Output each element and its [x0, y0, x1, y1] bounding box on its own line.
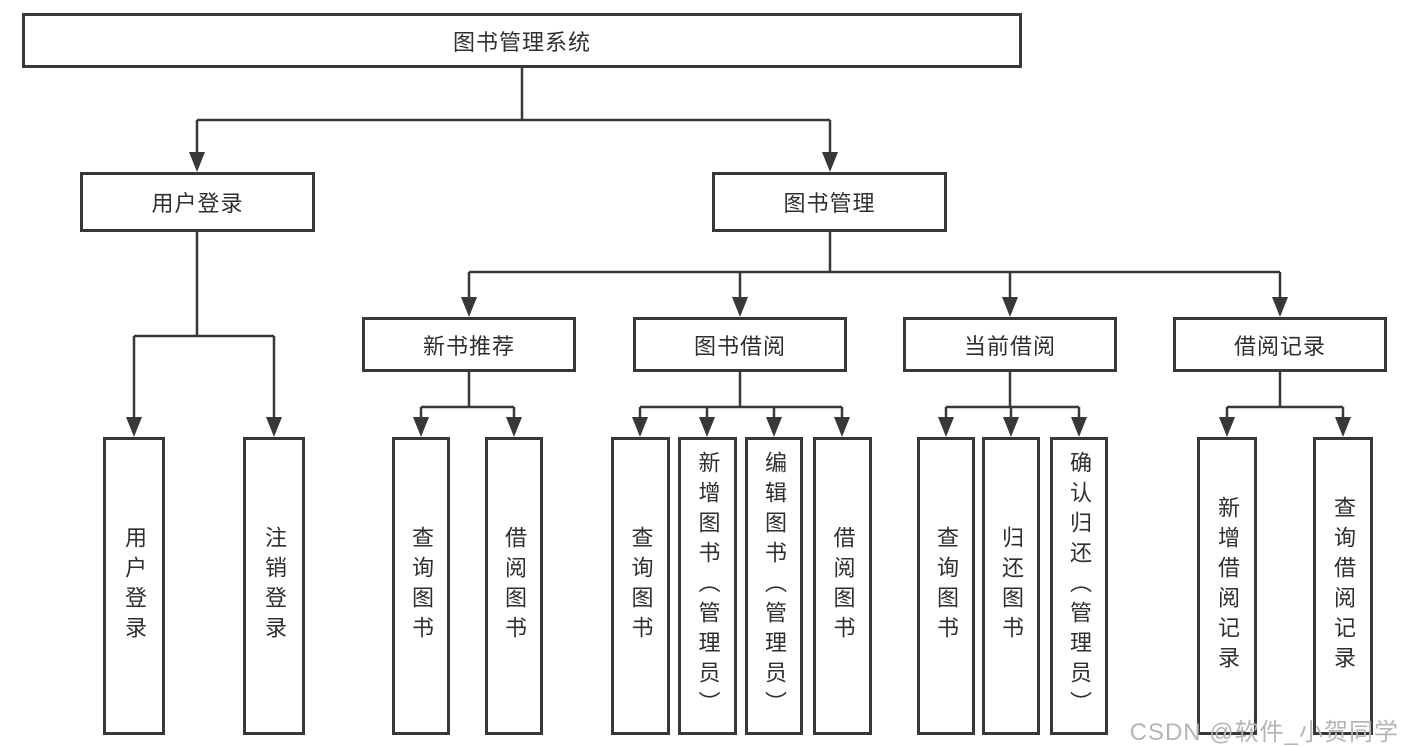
leaf-borrow-books-label: 借阅图书	[830, 526, 856, 646]
leaf-add-books-admin-label: 新增图书（管理员）	[695, 451, 721, 721]
arrow-down-icon	[1272, 297, 1288, 317]
leaf-query-books-borrow: 查询图书	[611, 437, 670, 735]
arrow-down-icon	[699, 417, 715, 437]
node-user-login-label: 用户登录	[151, 191, 244, 216]
leaf-logout-label: 注销登录	[262, 526, 287, 646]
arrow-down-icon	[1335, 417, 1351, 437]
leaf-user-login: 用户登录	[103, 437, 165, 735]
arrow-down-icon	[1002, 297, 1018, 317]
leaf-logout: 注销登录	[243, 437, 305, 735]
leaf-borrow-books-recommend: 借阅图书	[485, 437, 543, 735]
arrow-down-icon	[632, 417, 648, 437]
node-book-management: 图书管理	[712, 172, 947, 232]
leaf-add-borrow-record-label: 新增借阅记录	[1215, 496, 1240, 676]
arrow-down-icon	[1219, 417, 1235, 437]
leaf-add-borrow-record: 新增借阅记录	[1197, 437, 1257, 735]
node-book-borrow: 图书借阅	[633, 317, 847, 372]
arrow-down-icon	[834, 417, 850, 437]
leaf-return-books-label: 归还图书	[999, 526, 1024, 646]
node-current-borrow-label: 当前借阅	[963, 333, 1056, 359]
leaf-query-books-borrow-label: 查询图书	[628, 526, 654, 646]
arrow-down-icon	[189, 152, 205, 172]
node-borrow-records-label: 借阅记录	[1233, 333, 1326, 359]
arrow-down-icon	[732, 297, 748, 317]
node-borrow-records: 借阅记录	[1173, 317, 1387, 372]
arrow-down-icon	[413, 417, 429, 437]
leaf-query-borrow-record: 查询借阅记录	[1313, 437, 1373, 735]
arrow-down-icon	[1003, 417, 1019, 437]
leaf-query-books-current: 查询图书	[917, 437, 975, 735]
node-new-book-recommend-label: 新书推荐	[422, 333, 515, 359]
arrow-down-icon	[766, 417, 782, 437]
node-new-book-recommend: 新书推荐	[362, 317, 576, 372]
leaf-query-books-recommend: 查询图书	[392, 437, 450, 735]
leaf-edit-books-admin: 编辑图书（管理员）	[745, 437, 803, 735]
node-book-management-label: 图书管理	[783, 191, 876, 216]
node-root: 图书管理系统	[22, 13, 1022, 68]
leaf-borrow-books: 借阅图书	[813, 437, 872, 735]
node-current-borrow: 当前借阅	[903, 317, 1117, 372]
leaf-return-books: 归还图书	[982, 437, 1040, 735]
leaf-confirm-return-admin-label: 确认归还（管理员）	[1067, 451, 1092, 721]
watermark: CSDN @软件_小贺同学	[1129, 719, 1399, 746]
arrow-down-icon	[506, 417, 522, 437]
arrow-down-icon	[461, 297, 477, 317]
arrow-down-icon	[126, 417, 142, 437]
arrow-down-icon	[938, 417, 954, 437]
node-book-borrow-label: 图书借阅	[693, 333, 786, 359]
node-root-label: 图书管理系统	[452, 29, 591, 55]
leaf-confirm-return-admin: 确认归还（管理员）	[1050, 437, 1108, 735]
arrow-down-icon	[266, 417, 282, 437]
leaf-user-login-label: 用户登录	[122, 526, 147, 646]
leaf-add-books-admin: 新增图书（管理员）	[678, 437, 737, 735]
arrow-down-icon	[1071, 417, 1087, 437]
leaf-borrow-books-recommend-label: 借阅图书	[502, 526, 527, 646]
leaf-query-books-current-label: 查询图书	[934, 526, 959, 646]
arrow-down-icon	[822, 152, 838, 172]
leaf-query-books-recommend-label: 查询图书	[409, 526, 434, 646]
node-user-login: 用户登录	[80, 172, 315, 232]
leaf-query-borrow-record-label: 查询借阅记录	[1331, 496, 1356, 676]
leaf-edit-books-admin-label: 编辑图书（管理员）	[762, 451, 787, 721]
